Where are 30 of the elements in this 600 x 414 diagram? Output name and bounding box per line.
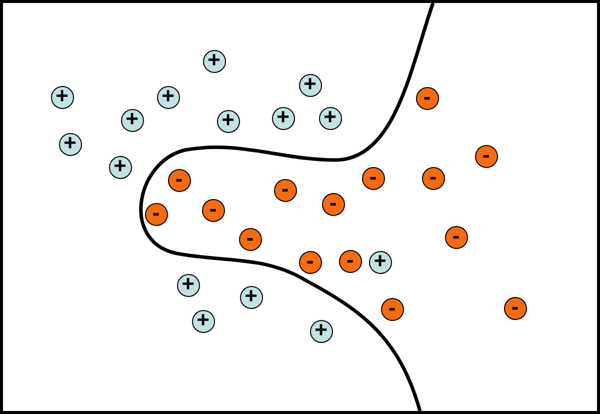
positive-point: + xyxy=(298,74,322,96)
positive-point: + xyxy=(50,86,74,108)
positive-point: + xyxy=(156,86,180,108)
negative-point: - xyxy=(298,250,322,274)
negative-point: - xyxy=(416,86,438,110)
positive-point: + xyxy=(58,132,82,156)
negative-point: - xyxy=(274,178,296,202)
negative-point: - xyxy=(474,144,498,168)
negative-point: - xyxy=(144,202,168,226)
positive-point: + xyxy=(310,320,332,342)
positive-point: + xyxy=(120,108,144,132)
negative-point: - xyxy=(362,166,384,190)
positive-point: + xyxy=(318,106,342,130)
negative-point: - xyxy=(380,298,404,320)
positive-point: + xyxy=(176,274,200,296)
positive-point: + xyxy=(368,250,392,274)
positive-point: + xyxy=(108,156,132,178)
positive-point: + xyxy=(240,286,262,308)
negative-point: - xyxy=(322,192,344,216)
positive-point: + xyxy=(202,50,226,72)
positive-point: + xyxy=(272,106,294,130)
negative-point: - xyxy=(238,228,262,250)
negative-point: - xyxy=(338,250,362,272)
negative-point: - xyxy=(422,166,444,190)
positive-point: + xyxy=(192,310,214,332)
negative-point: - xyxy=(168,168,190,192)
negative-point: - xyxy=(444,226,468,248)
negative-point: - xyxy=(504,296,526,320)
negative-point: - xyxy=(202,198,224,222)
positive-point: + xyxy=(216,110,240,132)
